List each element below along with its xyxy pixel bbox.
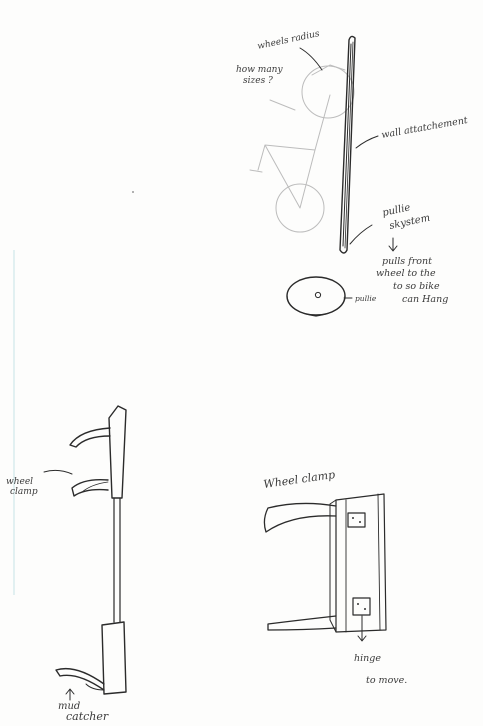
leader-pulls-text	[389, 238, 397, 251]
label-pulls-line3: to so bike	[393, 281, 440, 292]
mud-catcher-curve	[56, 669, 104, 690]
label-catcher: catcher	[66, 710, 109, 723]
vertical-rod	[114, 498, 120, 622]
hinged-wheel-clamp-sketch: Wheel clamp hinge to move.	[263, 468, 408, 686]
label-how-many: how many	[236, 65, 283, 75]
label-hinge: hinge	[354, 653, 381, 664]
label-pulley: pullie	[355, 294, 377, 303]
vertical-wheel-clamp-sketch: wheel clamp mud catcher	[6, 406, 126, 723]
leader-pullie-system	[350, 225, 372, 244]
leader-wheel-clamp-left	[44, 470, 72, 474]
leader-wheels-radius	[300, 48, 322, 70]
lower-clamp-arm	[268, 616, 336, 630]
leader-hinge	[358, 616, 366, 641]
label-clamp-left: clamp	[10, 487, 38, 497]
faint-bike-outline	[250, 65, 354, 232]
top-bracket	[109, 406, 126, 498]
label-pulls-line4: can Hang	[402, 294, 448, 305]
label-wall-attachment: wall attatchement	[381, 115, 469, 141]
leader-wall-attachment	[356, 136, 378, 148]
leader-mud-catcher	[66, 689, 74, 700]
bottom-bracket	[102, 622, 126, 694]
pulley-wheel	[287, 277, 345, 316]
label-pulls-line1: pulls front	[382, 256, 432, 267]
label-pulls-line2: wheel to the	[376, 268, 436, 279]
label-wheel-clamp-right: Wheel clamp	[263, 468, 336, 491]
lower-hinge	[353, 598, 370, 615]
label-to-move: to move.	[366, 675, 407, 686]
upper-clamp-arm	[264, 503, 336, 532]
label-sizes: sizes ?	[243, 76, 273, 86]
label-wheels-radius: wheels radius	[257, 29, 321, 52]
label-wheel-left: wheel	[6, 477, 33, 487]
paper-speck	[132, 191, 134, 193]
upper-hook	[70, 428, 110, 447]
bike-hanger-sketch: wheels radius how many sizes ? wall atta…	[236, 29, 469, 316]
upper-hinge	[348, 513, 365, 527]
middle-hook	[72, 480, 108, 496]
